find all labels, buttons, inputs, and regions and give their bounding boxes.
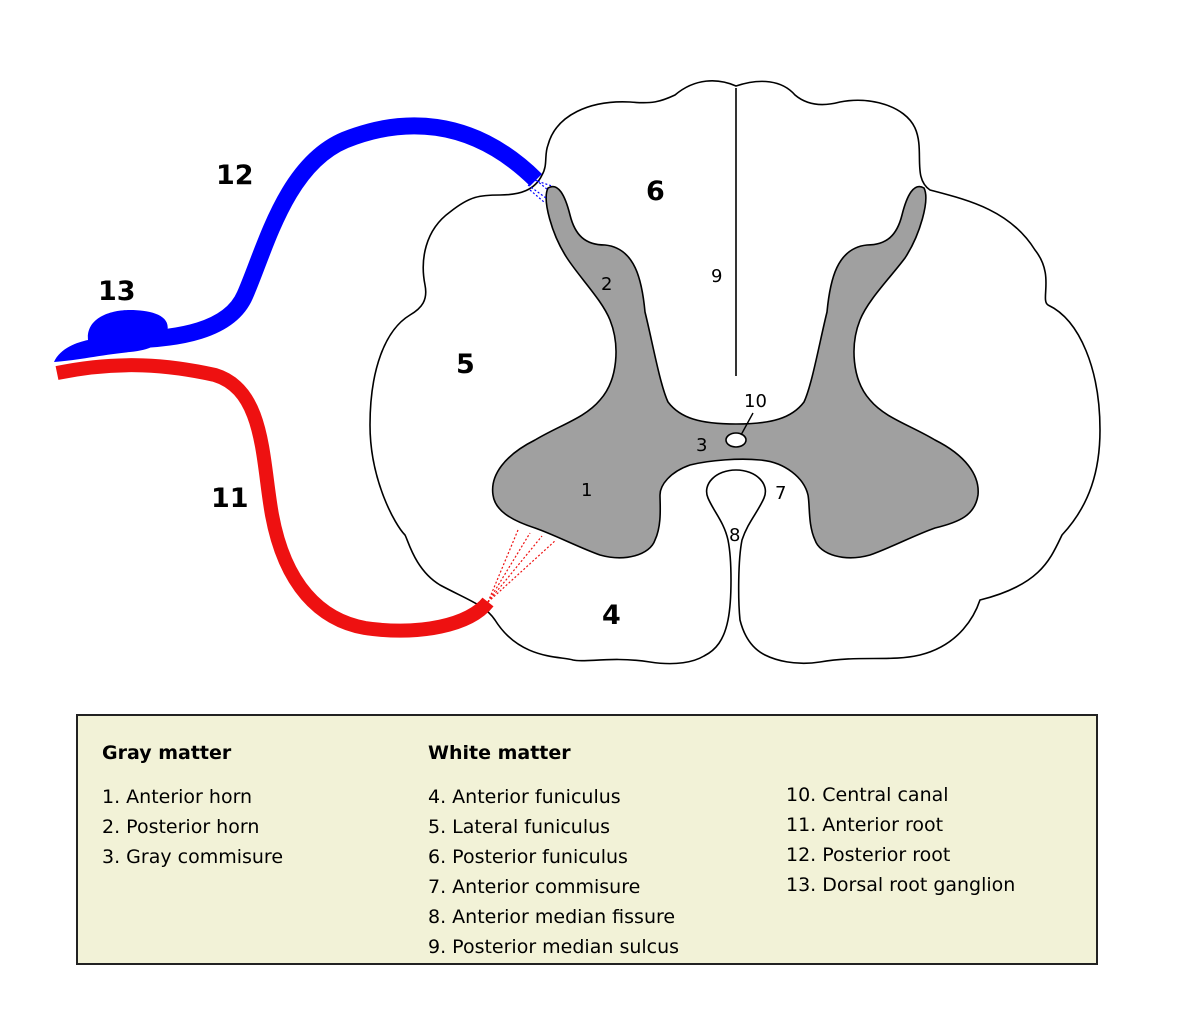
label-1: 1 (581, 480, 592, 501)
posterior-rootlets (527, 174, 553, 203)
label-7: 7 (775, 483, 786, 504)
posterior-root (119, 117, 542, 349)
legend-item: 3. Gray commisure (102, 846, 284, 868)
label-4: 4 (602, 600, 621, 631)
legend-other-list: 10. Central canal 11. Anterior root 12. … (786, 780, 1015, 900)
anterior-rootlets (487, 529, 557, 603)
legend-item: 13. Dorsal root ganglion (786, 874, 1016, 896)
legend-item: 4. Anterior funiculus (428, 786, 621, 808)
gray-matter (491, 185, 979, 559)
label-3: 3 (696, 435, 707, 456)
label-10: 10 (744, 391, 767, 412)
legend-white-matter: White matter 4. Anterior funiculus 5. La… (428, 742, 679, 962)
legend-white-title: White matter (428, 742, 571, 764)
label-6: 6 (646, 176, 665, 207)
legend-gray-title: Gray matter (102, 742, 232, 764)
anterior-root (55, 358, 494, 638)
label-11: 11 (211, 483, 249, 514)
central-canal-pointer (740, 412, 754, 436)
legend-item: 12. Posterior root (786, 844, 951, 866)
legend-item: 1. Anterior horn (102, 786, 253, 808)
label-5: 5 (456, 349, 475, 380)
legend-other: 10. Central canal 11. Anterior root 12. … (786, 780, 1015, 900)
label-2: 2 (601, 274, 612, 295)
label-12: 12 (216, 160, 254, 191)
legend-item: 5. Lateral funiculus (428, 816, 611, 838)
legend-item: 8. Anterior median fissure (428, 906, 676, 928)
legend-box: Gray matter 1. Anterior horn 2. Posterio… (76, 714, 1098, 965)
legend-white-list: 4. Anterior funiculus 5. Lateral funicul… (428, 782, 679, 962)
label-9: 9 (711, 266, 722, 287)
spinal-cord-outline (369, 80, 1101, 665)
dorsal-root-ganglion (54, 310, 168, 362)
central-canal (725, 432, 747, 448)
spinal-cord-diagram: 4 5 6 11 12 13 1 2 3 7 8 9 10 (54, 80, 1101, 665)
legend-item: 11. Anterior root (786, 814, 944, 836)
legend-item: 2. Posterior horn (102, 816, 260, 838)
legend-item: 10. Central canal (786, 784, 949, 806)
label-13: 13 (98, 276, 136, 307)
label-8: 8 (729, 525, 740, 546)
legend-item: 9. Posterior median sulcus (428, 936, 680, 958)
legend-item: 7. Anterior commisure (428, 876, 641, 898)
legend-item: 6. Posterior funiculus (428, 846, 628, 868)
legend-gray-list: 1. Anterior horn 2. Posterior horn 3. Gr… (102, 782, 283, 872)
legend-gray-matter: Gray matter 1. Anterior horn 2. Posterio… (102, 742, 283, 872)
